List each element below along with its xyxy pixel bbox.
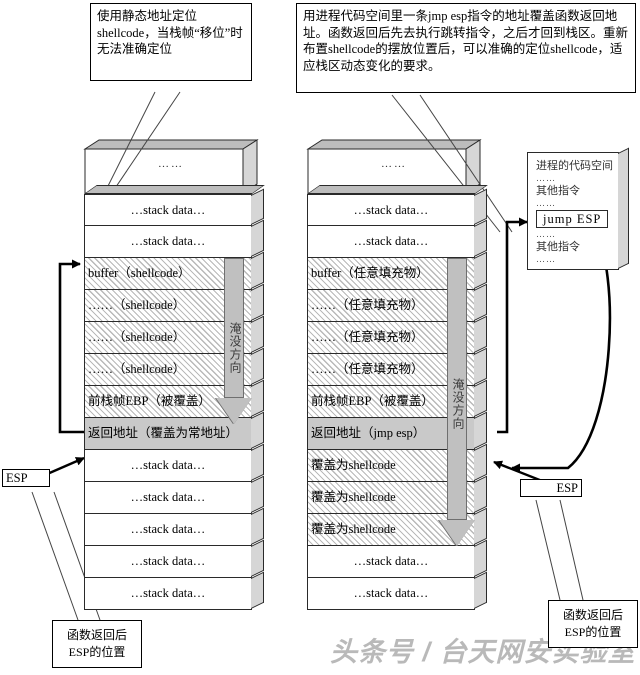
right-return-to-jumpesp-connector <box>497 217 528 434</box>
left-return-to-buffer-connector <box>58 259 84 434</box>
code-space-dots-1: …… <box>536 173 556 183</box>
callout-esp-after-return-right: 函数返回后 ESP的位置 <box>548 600 638 648</box>
stack-row-3d-face <box>251 571 264 609</box>
stack-row-label: ……（shellcode） <box>88 362 186 376</box>
left-flood-arrow: 淹没方向 <box>216 258 252 430</box>
stack-row-label: buffer（任意填充物） <box>311 266 429 280</box>
code-space-dots-4: …… <box>536 254 556 264</box>
right-stack-fragment-label: …… <box>381 158 407 170</box>
stack-row: …stack data… <box>84 475 264 514</box>
left-flood-arrow-label: 淹没方向 <box>228 322 242 374</box>
stack-row: …stack data… <box>84 188 264 226</box>
callout-static-address-text: 使用静态地址定位shellcode，当栈帧“移位”时无法准确定位 <box>97 9 243 56</box>
stack-row: …stack data… <box>84 507 264 546</box>
stack-row: …stack data… <box>307 219 487 258</box>
stack-row-label: 覆盖为shellcode <box>311 458 396 472</box>
right-stack-top-slab <box>307 185 488 194</box>
right-esp-label: ESP <box>556 481 578 495</box>
stack-row: …stack data… <box>84 539 264 578</box>
stack-row-label: 返回地址（覆盖为常地址） <box>88 426 239 440</box>
stack-row-label: …stack data… <box>130 203 206 217</box>
stack-row-label: …stack data… <box>130 522 206 536</box>
stack-row-label: 前栈帧EBP（被覆盖） <box>88 394 211 408</box>
stack-row-label: …stack data… <box>130 554 206 568</box>
left-stack-top-slab <box>84 185 265 194</box>
callout-esp-after-return-left: 函数返回后 ESP的位置 <box>52 620 142 668</box>
process-code-space-box: 进程的代码空间 …… 其他指令 …… jump ESP …… 其他指令 …… <box>527 147 629 270</box>
callout-esp-left-line1: 函数返回后 <box>66 628 127 642</box>
stack-row-label: 覆盖为shellcode <box>311 522 396 536</box>
callout-esp-left-line2: ESP的位置 <box>68 644 126 659</box>
stack-row-label: buffer（shellcode） <box>88 266 191 280</box>
right-flood-arrow-label: 淹没方向 <box>451 378 465 430</box>
code-space-3d-face <box>618 147 629 269</box>
stack-row-label: 返回地址（jmp esp） <box>311 426 426 440</box>
code-space-dots-3: …… <box>536 229 556 239</box>
stack-row-label: ……（shellcode） <box>88 298 186 312</box>
stack-row: …stack data… <box>84 443 264 482</box>
stack-row: …stack data… <box>84 219 264 258</box>
code-space-other-instr-2: 其他指令 <box>536 241 580 253</box>
stack-row-3d-face <box>474 571 487 609</box>
stack-row-label: …stack data… <box>353 586 429 600</box>
stack-row-label: …stack data… <box>130 234 206 248</box>
stack-row-label: 覆盖为shellcode <box>311 490 396 504</box>
callout-esp-right-line1: 函数返回后 <box>562 608 623 622</box>
callout-jmp-esp: 用进程代码空间里一条jmp esp指令的地址覆盖函数返回地址。函数返回后先去执行… <box>296 3 636 93</box>
stack-row: 返回地址（覆盖为常地址） <box>84 411 264 450</box>
callout-esp-right-line2: ESP的位置 <box>564 624 622 639</box>
stack-row-label: …stack data… <box>353 234 429 248</box>
stack-row-label: …stack data… <box>353 203 429 217</box>
stack-row-label: ……（任意填充物） <box>311 330 424 344</box>
stack-row-label: ……（任意填充物） <box>311 298 424 312</box>
stack-row-label: …stack data… <box>130 586 206 600</box>
stack-row: …stack data… <box>307 188 487 226</box>
code-space-dots-2: …… <box>536 198 556 208</box>
stack-row: …stack data… <box>84 571 264 610</box>
left-esp-tag: ESP <box>2 469 50 487</box>
bottom-right-callout-tails <box>535 499 584 601</box>
callout-jmp-esp-text: 用进程代码空间里一条jmp esp指令的地址覆盖函数返回地址。函数返回后先去执行… <box>303 9 629 73</box>
callout-static-address: 使用静态地址定位shellcode，当栈帧“移位”时无法准确定位 <box>90 3 252 81</box>
right-flood-arrow: 淹没方向 <box>439 258 475 548</box>
left-stack-fragment-label: …… <box>158 158 184 170</box>
stack-row: …stack data… <box>307 571 487 610</box>
stack-row-label: 前栈帧EBP（被覆盖） <box>311 394 434 408</box>
stack-row: …stack data… <box>307 539 487 578</box>
left-esp-label: ESP <box>6 471 28 485</box>
code-space-other-instr-1: 其他指令 <box>536 185 580 197</box>
jump-esp-instruction: jump ESP <box>536 210 609 228</box>
stack-row-label: ……（任意填充物） <box>311 362 424 376</box>
code-space-title: 进程的代码空间 <box>536 160 613 172</box>
right-esp-tag: ESP <box>520 479 582 497</box>
stack-row-label: ……（shellcode） <box>88 330 186 344</box>
stack-row-label: …stack data… <box>130 490 206 504</box>
stack-row-label: …stack data… <box>130 458 206 472</box>
stack-row-label: …stack data… <box>353 554 429 568</box>
